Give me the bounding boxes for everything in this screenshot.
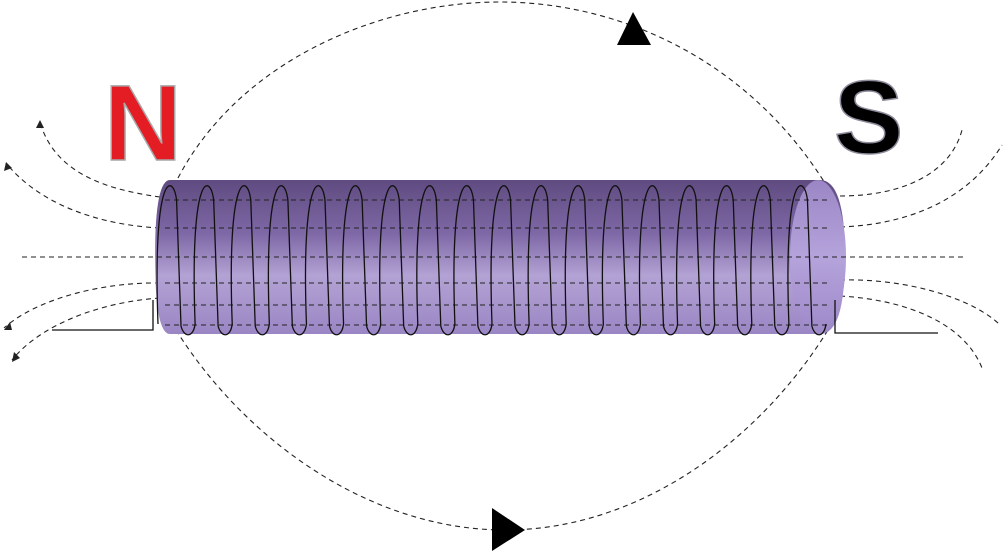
left-lead-wire (52, 300, 154, 331)
outer-field-lines (175, 1, 829, 531)
right-lead-wire (834, 300, 938, 334)
north-pole-label: N (104, 62, 182, 183)
coil-winding (156, 185, 827, 336)
left-fringe-field-lines (3, 121, 161, 361)
coil-wire (156, 185, 827, 336)
field-line-top-loop (177, 1, 829, 189)
right-fringe-field-lines (839, 129, 1003, 369)
arrow-right-icon (492, 508, 525, 551)
field-line-bottom-loop (175, 329, 829, 531)
arrow-right-icon (617, 12, 651, 45)
lead-wires (52, 300, 938, 334)
fringe-arrow-tips (4, 120, 44, 362)
south-pole-label: S (834, 60, 903, 176)
